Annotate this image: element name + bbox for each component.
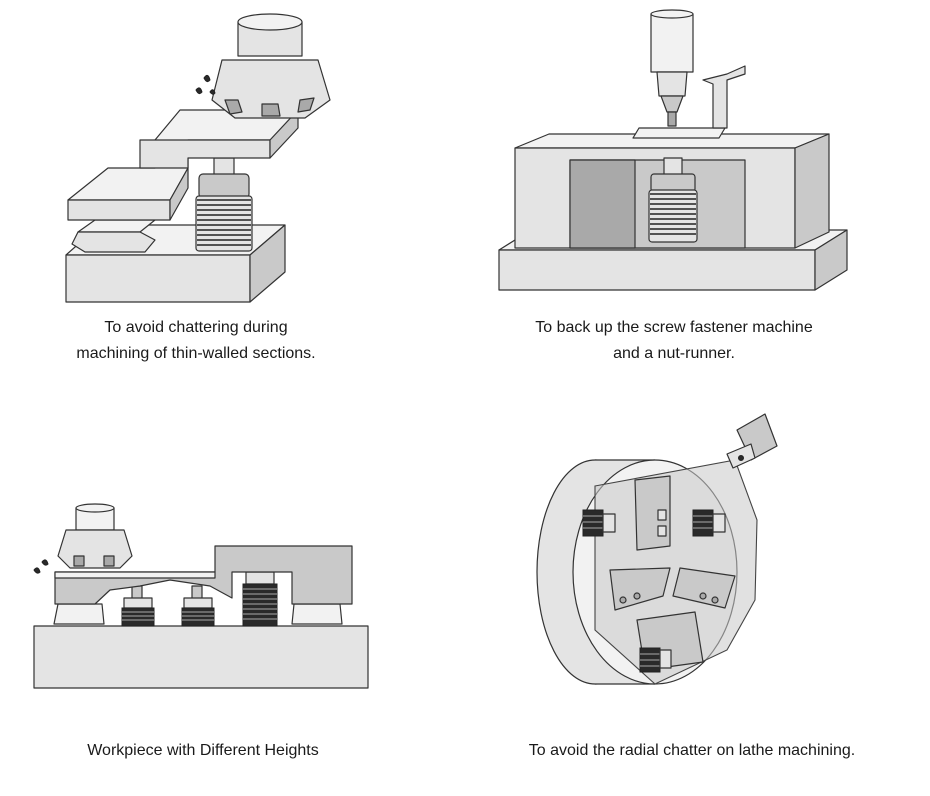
nut-runner-icon — [650, 9, 694, 127]
panel-lathe: To avoid the radial chatter on lathe mac… — [465, 400, 930, 796]
screw-jack-thread-icon — [639, 647, 672, 673]
screw-jack-thread-icon — [692, 509, 726, 537]
screw-jack-thread-icon — [121, 585, 155, 627]
caption-line: To avoid the radial chatter on lathe mac… — [528, 742, 856, 759]
panel-different-heights: Workpiece with Different Heights — [0, 400, 465, 796]
screw-jack-thread-icon — [181, 585, 215, 627]
panel-screw-fastener: To back up the screw fastener machine an… — [465, 0, 930, 400]
screw-jack-thread-icon — [195, 195, 253, 252]
panel-thin-walled: To avoid chattering during machining of … — [0, 0, 465, 400]
caption-different-heights: Workpiece with Different Heights — [0, 738, 406, 764]
caption-thin-walled: To avoid chattering during machining of … — [0, 315, 392, 367]
different-heights-illustration — [33, 503, 369, 689]
screw-jack-thread-icon — [648, 189, 698, 243]
caption-line: machining of thin-walled sections. — [76, 345, 316, 362]
milling-cutter-icon — [33, 503, 133, 574]
caption-screw-fastener: To back up the screw fastener machine an… — [465, 315, 883, 367]
lathe-tool-icon — [726, 413, 778, 469]
thin-walled-illustration — [65, 13, 331, 303]
caption-line: Workpiece with Different Heights — [87, 742, 319, 759]
screw-jack-thread-icon — [582, 509, 616, 537]
lathe-illustration — [536, 413, 778, 685]
caption-line: To avoid chattering during — [104, 319, 288, 336]
caption-line: and a nut-runner. — [613, 345, 735, 362]
caption-line: To back up the screw fastener machine — [535, 319, 813, 336]
milling-cutter-icon — [195, 13, 331, 119]
caption-lathe: To avoid the radial chatter on lathe mac… — [465, 738, 919, 764]
screw-fastener-illustration — [498, 9, 848, 291]
